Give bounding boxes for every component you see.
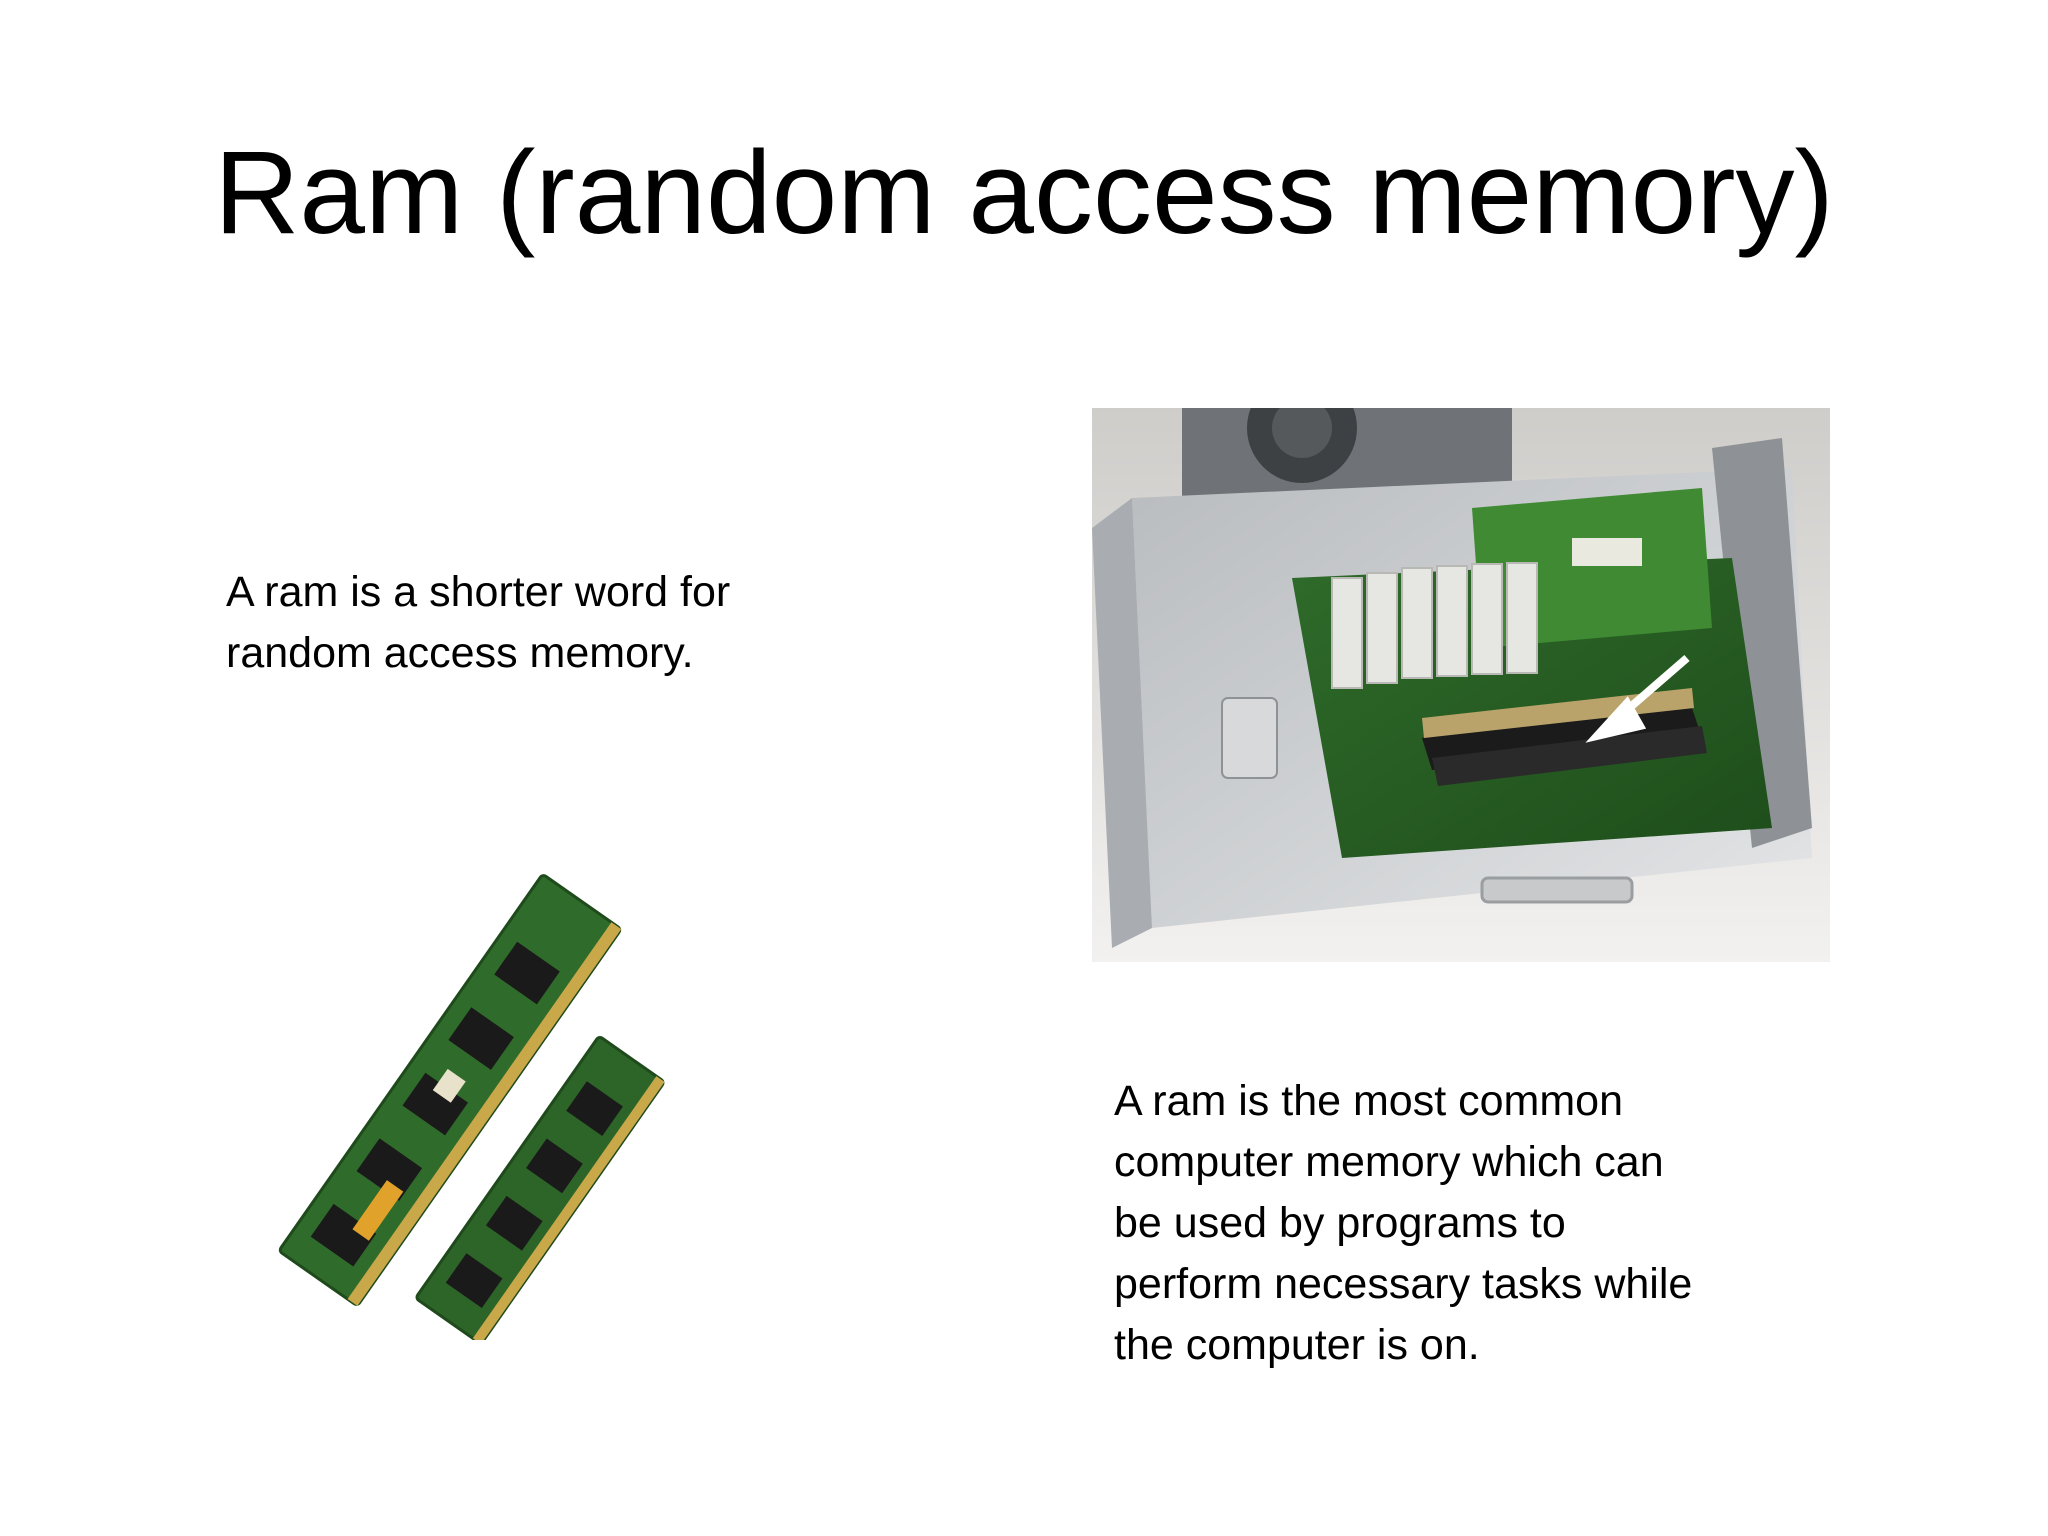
slide-title: Ram (random access memory)	[214, 127, 1834, 259]
left-text-line: A ram is a shorter word for	[226, 568, 731, 616]
ram-modules-photo	[200, 860, 680, 1345]
left-text-line: random access memory.	[226, 629, 694, 677]
right-text-line: be used by programs to	[1114, 1199, 1566, 1247]
right-text-line: the computer is on.	[1114, 1321, 1480, 1369]
right-text-line: perform necessary tasks while	[1114, 1260, 1693, 1308]
right-text-line: computer memory which can	[1114, 1138, 1664, 1186]
right-text-line: A ram is the most common	[1114, 1077, 1623, 1125]
left-text-block: A ram is a shorter word for random acces…	[226, 562, 730, 684]
right-text-block: A ram is the most common computer memory…	[1114, 1071, 1692, 1376]
computer-case-photo	[1092, 408, 1830, 962]
